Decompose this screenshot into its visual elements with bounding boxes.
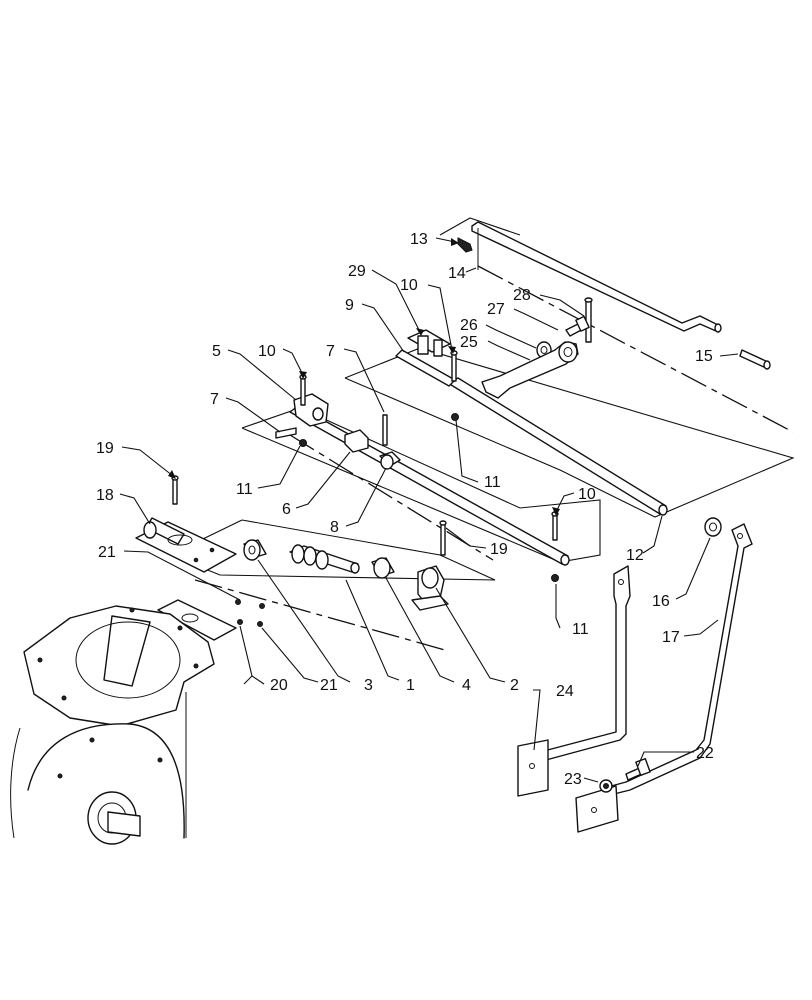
shaft-1	[289, 544, 360, 574]
callout-9: 9	[345, 297, 354, 314]
base-plate	[157, 599, 237, 641]
housing	[10, 605, 215, 845]
callout-25: 25	[460, 334, 478, 351]
callout-17: 17	[662, 629, 680, 646]
mount-plate-18	[135, 517, 237, 573]
callout-10-right: 10	[578, 486, 596, 503]
callout-22: 22	[696, 745, 714, 762]
nut-16	[704, 517, 722, 537]
brace-24	[517, 565, 631, 797]
clamp-29	[407, 329, 451, 357]
hardware-20-21	[235, 599, 265, 627]
bolt-10-right	[551, 511, 559, 541]
callout-6: 6	[282, 501, 291, 518]
callout-10-top: 10	[400, 277, 418, 294]
callout-12: 12	[626, 547, 644, 564]
vertical-pin-28	[584, 297, 593, 343]
callout-19-mid: 19	[490, 541, 508, 558]
callout-23: 23	[564, 771, 582, 788]
pin-7-left	[275, 427, 297, 439]
callout-18: 18	[96, 487, 114, 504]
long-rod-12	[447, 377, 668, 516]
callout-10-left: 10	[258, 343, 276, 360]
bushing-3	[243, 539, 267, 561]
nut-11-right	[551, 574, 559, 582]
callout-21-top: 21	[98, 544, 116, 561]
callout-labels: 13 14 29 10 28 9 27 26 25 15 5 10 7 7 19…	[96, 231, 714, 788]
callout-19-top: 19	[96, 440, 114, 457]
leader-lines	[119, 237, 739, 783]
pin-7-right	[382, 414, 388, 446]
callout-7-left: 7	[210, 391, 219, 408]
callout-3: 3	[364, 677, 373, 694]
nut-23	[599, 779, 613, 793]
callout-24: 24	[556, 683, 574, 700]
bolt-19-left	[171, 475, 179, 505]
callout-2: 2	[510, 677, 519, 694]
callout-8: 8	[330, 519, 339, 536]
callout-15: 15	[695, 348, 713, 365]
coupler-8	[379, 451, 401, 470]
callout-11-left: 11	[236, 481, 253, 498]
callout-27: 27	[487, 301, 505, 318]
bracket-5	[293, 393, 329, 427]
callout-11-mid: 11	[484, 474, 501, 491]
bolt-10-left	[299, 374, 307, 406]
callout-29: 29	[348, 263, 366, 280]
nut-11-upper	[451, 413, 459, 421]
callout-26: 26	[460, 317, 478, 334]
reference-planes	[168, 217, 795, 651]
callout-20: 20	[270, 677, 288, 694]
callout-21-bottom: 21	[320, 677, 338, 694]
brace-17	[575, 523, 753, 833]
bolt-19-right	[439, 520, 447, 556]
callout-13: 13	[410, 231, 428, 248]
lever-25	[481, 341, 579, 399]
callout-11-right: 11	[572, 621, 589, 638]
callout-1: 1	[406, 677, 415, 694]
callout-16: 16	[652, 593, 670, 610]
bolt-10-upper	[450, 350, 458, 382]
callout-7-right: 7	[326, 343, 335, 360]
pin-15	[739, 349, 771, 370]
clip-pin-13	[457, 237, 473, 253]
bolt-27	[565, 315, 590, 337]
callout-28: 28	[513, 287, 531, 304]
bushing-4	[371, 557, 395, 579]
top-shift-rod	[471, 221, 722, 333]
callout-14: 14	[448, 265, 466, 282]
block-6	[344, 429, 369, 453]
bracket-2	[411, 565, 449, 611]
callout-5: 5	[212, 343, 221, 360]
nut-11-left	[299, 439, 307, 447]
callout-4: 4	[462, 677, 471, 694]
